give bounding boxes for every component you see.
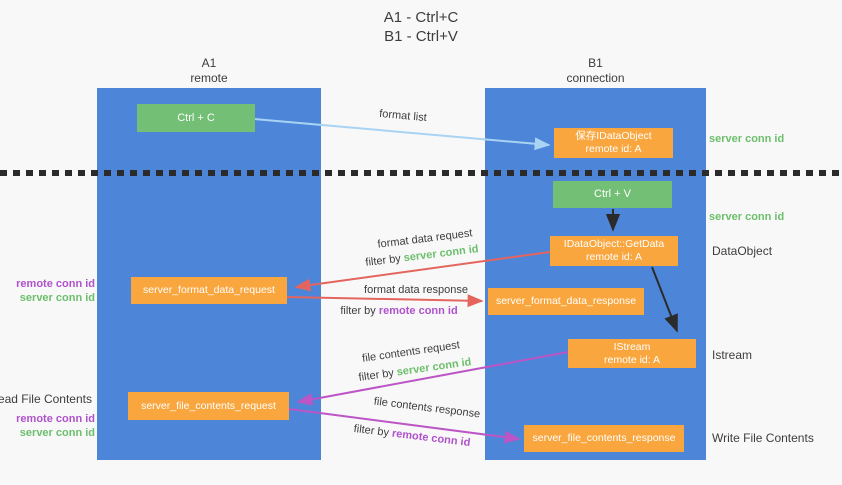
format-data-response-filter-label: filter by remote conn id <box>340 305 457 317</box>
server-conn-id-value: server conn id <box>395 356 473 379</box>
node-server-format-data-request: server_format_data_request <box>131 277 287 304</box>
node-ctrl-c: Ctrl + C <box>137 104 255 132</box>
node-server-format-data-response-label: server_format_data_response <box>495 295 637 307</box>
left-lane-header: A1 remote <box>97 56 321 86</box>
left-remote-conn-id-bottom: remote conn id <box>16 413 95 425</box>
node-server-format-data-request-label: server_format_data_request <box>143 284 275 296</box>
node-istream: IStream remote id: A <box>568 339 696 368</box>
node-save-idataobject-line2: remote id: A <box>585 143 642 155</box>
node-ctrl-v: Ctrl + V <box>553 181 672 208</box>
node-istream-line1: IStream <box>613 340 651 353</box>
format-list-label: format list <box>378 107 428 125</box>
node-ctrl-v-label: Ctrl + V <box>594 188 631 200</box>
right-write-file-contents-label: Write File Contents <box>712 431 814 445</box>
title-line-1: A1 - Ctrl+C <box>383 9 459 26</box>
left-server-conn-id-top: server conn id <box>19 292 95 304</box>
node-istream-line2: remote id: A <box>603 353 661 366</box>
node-ctrl-c-label: Ctrl + C <box>177 111 215 124</box>
node-server-file-contents-response: server_file_contents_response <box>524 425 684 452</box>
file-contents-response-filter-label: filter by remote conn id <box>353 423 471 449</box>
phase-separator-line <box>0 170 842 176</box>
remote-conn-id-value: remote conn id <box>391 427 471 450</box>
title-line-2: B1 - Ctrl+V <box>384 28 458 45</box>
node-save-idataobject: 保存IDataObject remote id: A <box>554 128 673 158</box>
filter-by-prefix: filter by <box>340 305 379 317</box>
right-server-conn-id-top: server conn id <box>709 133 785 145</box>
node-server-format-data-response: server_format_data_response <box>488 288 644 315</box>
filter-by-prefix: filter by <box>364 252 405 269</box>
right-lane-name: B1 <box>588 56 603 70</box>
diagram-title: A1 - Ctrl+C B1 - Ctrl+V <box>0 8 842 46</box>
right-lane-role: connection <box>566 71 625 85</box>
left-lane-role: remote <box>190 71 228 85</box>
node-server-file-contents-request: server_file_contents_request <box>128 392 289 420</box>
right-lane-header: B1 connection <box>485 56 706 86</box>
right-dataobject-label: DataObject <box>712 244 773 258</box>
right-istream-label: Istream <box>712 348 753 362</box>
left-read-file-contents-label: Read File Contents <box>0 392 92 406</box>
format-data-response-label: format data response <box>364 284 468 296</box>
node-save-idataobject-line1: 保存IDataObject <box>575 130 652 142</box>
left-server-conn-id-bottom: server conn id <box>19 427 95 439</box>
node-getdata: IDataObject::GetData remote id: A <box>550 236 678 266</box>
filter-by-prefix: filter by <box>353 422 393 440</box>
file-contents-response-label: file contents response <box>373 395 481 421</box>
node-getdata-line2: remote id: A <box>585 251 643 263</box>
remote-conn-id-value: remote conn id <box>378 305 458 317</box>
filter-by-prefix: filter by <box>357 366 398 384</box>
left-remote-conn-id-top: remote conn id <box>16 278 95 290</box>
node-server-file-contents-request-label: server_file_contents_request <box>141 399 276 412</box>
right-server-conn-id-mid: server conn id <box>709 211 785 223</box>
node-server-file-contents-response-label: server_file_contents_response <box>532 432 676 444</box>
node-getdata-line1: IDataObject::GetData <box>563 238 665 250</box>
left-lane-name: A1 <box>201 56 217 70</box>
